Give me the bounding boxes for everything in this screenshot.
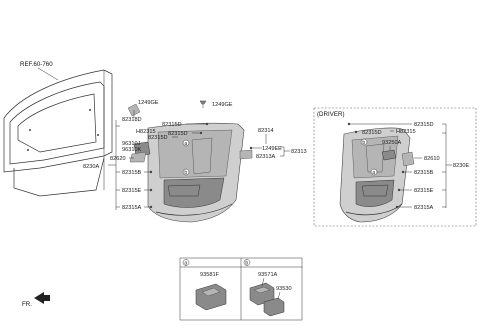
label-82313: 82313 [291, 149, 307, 155]
label-82315a: 82315A [122, 205, 142, 211]
ref-label: REF.60-760 [20, 61, 53, 68]
label-d-h82315: H82315 [396, 129, 416, 135]
label-d-8230e: 8230E [453, 163, 469, 169]
legend-b-part1: 93571A [258, 272, 278, 278]
legend-b-part2: 93530 [276, 286, 292, 292]
marker-a-driver-text: a [372, 170, 375, 176]
marker-b-driver-text: b [362, 140, 365, 146]
label-82315d-b: 82315D [168, 131, 188, 137]
label-d-93250a: 93250A [382, 140, 402, 146]
label-82315d-c: 82315D [148, 135, 168, 141]
clip-82318d [127, 103, 141, 118]
label-d-82315d: 82315D [414, 122, 434, 128]
marker-b-left [182, 168, 190, 176]
label-96310j: 96310J [122, 141, 141, 147]
driver-box [313, 107, 477, 227]
legend-a-part: 93581F [200, 272, 220, 278]
legend-table: a b 93581F 93571A 93530 [179, 257, 303, 321]
label-1249ee: 1249EE [262, 146, 282, 152]
label-d-82315a: 82315A [414, 205, 434, 211]
legend-a-marker [182, 259, 190, 266]
label-d-82315e: 82315E [414, 188, 434, 194]
marker-a-left [182, 139, 190, 147]
fr-label: FR. [22, 301, 32, 308]
driver-label: (DRIVER) [317, 111, 345, 118]
marker-a-left-text: a [184, 141, 187, 147]
handle-82620 [129, 151, 147, 163]
handle-82610 [401, 151, 415, 167]
label-8230a: 8230A [83, 164, 99, 170]
label-96310k: 96310K [122, 147, 142, 153]
label-82313a: 82313A [256, 154, 276, 160]
label-d-82610: 82610 [424, 156, 440, 162]
screw-1249ge [199, 100, 207, 108]
marker-a-driver [370, 168, 378, 176]
part-82313a [239, 149, 253, 160]
label-1249ge-b: 1249GE [212, 102, 233, 108]
label-82620: 82620 [110, 156, 126, 162]
switch-93530 [263, 297, 285, 317]
front-direction-arrow-icon [34, 292, 50, 304]
label-h82315: H82315 [136, 129, 156, 135]
legend-b-marker-text: b [245, 261, 248, 267]
label-82314: 82314 [258, 128, 274, 134]
label-82315b: 82315B [122, 170, 142, 176]
label-d-82315d-b: 82315D [362, 130, 382, 136]
label-82315e: 82315E [122, 188, 142, 194]
label-1249ge-a: 1249GE [138, 100, 159, 106]
switch-93581f [195, 283, 227, 311]
label-d-82315b: 82315B [414, 170, 434, 176]
legend-b-marker [243, 259, 251, 266]
label-82318d: 82318D [122, 117, 142, 123]
label-82315d: 82315D [162, 122, 182, 128]
door-frame-reference: REF.60-760 [3, 61, 113, 197]
switch-93250a [381, 149, 397, 161]
legend-a-marker-text: a [184, 261, 187, 267]
marker-b-driver [360, 138, 368, 146]
door-trim-left [147, 122, 245, 223]
marker-b-left-text: b [184, 170, 187, 176]
